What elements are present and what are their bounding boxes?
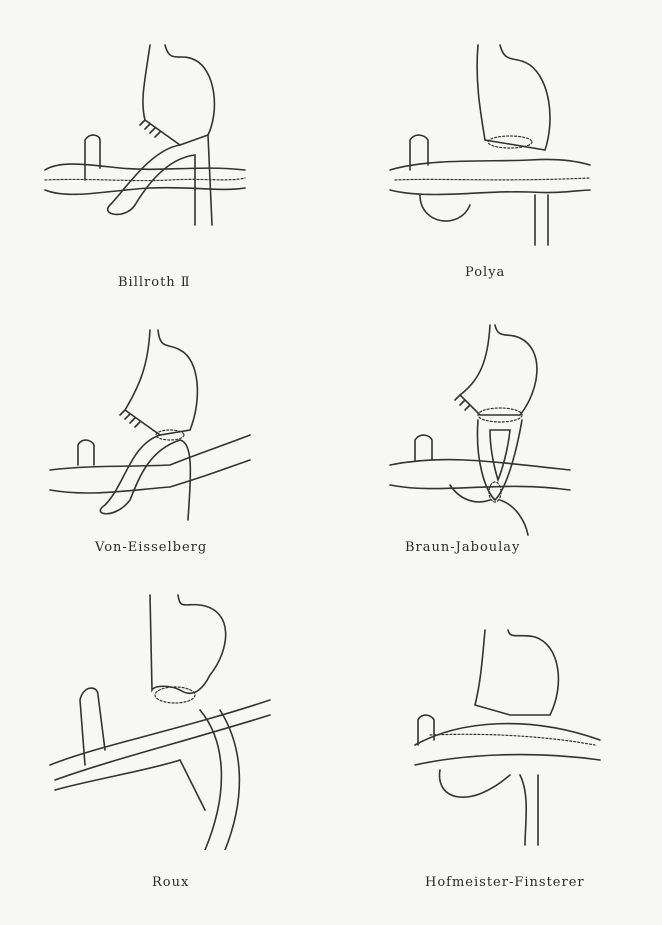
label-von-eisselberg: Von-Eisselberg <box>95 540 208 555</box>
panel-von-eisselberg: Von-Eisselberg <box>30 325 330 575</box>
panel-braun-jaboulay: Braun-Jaboulay <box>350 320 650 570</box>
panel-billroth-ii: Billroth Ⅱ <box>30 40 330 290</box>
label-braun-jaboulay: Braun-Jaboulay <box>405 540 521 555</box>
label-hofmeister-finsterer: Hofmeister-Finsterer <box>425 875 585 890</box>
label-billroth-ii: Billroth Ⅱ <box>118 275 191 290</box>
panel-hofmeister-finsterer: Hofmeister-Finsterer <box>350 625 650 890</box>
von-eisselberg-diagram <box>49 329 251 521</box>
braun-jaboulay-diagram <box>389 324 571 536</box>
label-roux: Roux <box>152 875 190 890</box>
polya-diagram <box>389 44 591 246</box>
billroth-ii-diagram <box>44 44 246 226</box>
label-polya: Polya <box>465 265 506 280</box>
hofmeister-finsterer-diagram <box>414 629 601 846</box>
panel-polya: Polya <box>350 40 650 290</box>
panel-roux: Roux <box>30 590 330 890</box>
roux-diagram <box>49 594 271 850</box>
